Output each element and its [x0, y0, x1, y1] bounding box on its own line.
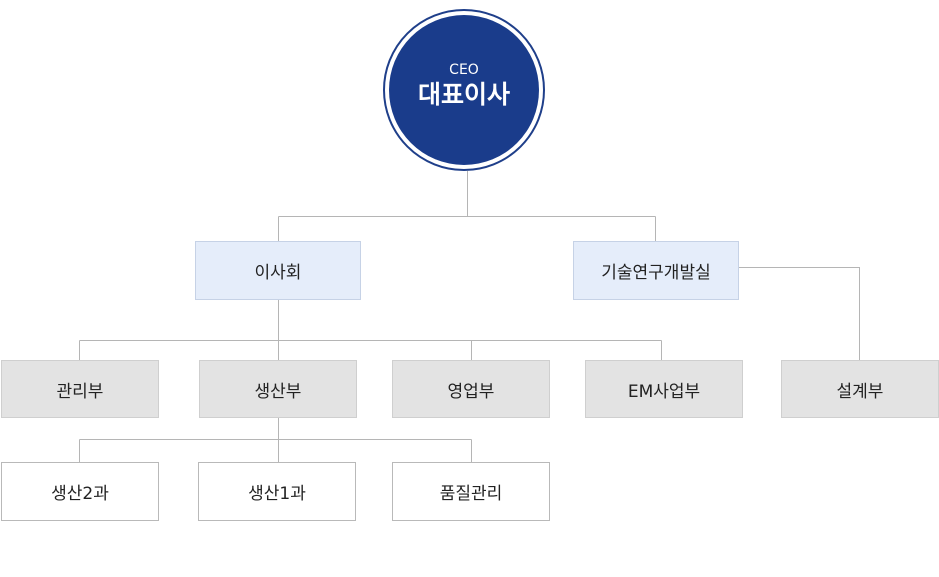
node-design-dept: 설계부 [781, 360, 939, 418]
node-production-section-1: 생산1과 [198, 462, 356, 521]
node-management-dept: 관리부 [1, 360, 159, 418]
ceo-circle: CEO 대표이사 [389, 15, 539, 165]
ceo-node: CEO 대표이사 [383, 9, 545, 171]
connector-board-departments [79, 300, 662, 360]
node-production-section-2: 생산2과 [1, 462, 159, 521]
ceo-title: 대표이사 [417, 80, 510, 109]
node-rnd-lab: 기술연구개발실 [573, 241, 739, 300]
ceo-subtitle: CEO [449, 62, 479, 78]
node-em-business-dept: EM사업부 [585, 360, 743, 418]
node-quality-control: 품질관리 [392, 462, 550, 521]
connector-production-sections [79, 418, 472, 462]
connector-ceo-level1 [278, 171, 656, 241]
node-production-dept: 생산부 [199, 360, 357, 418]
node-sales-dept: 영업부 [392, 360, 550, 418]
connector-rnd-design [738, 267, 860, 360]
node-board: 이사회 [195, 241, 361, 300]
